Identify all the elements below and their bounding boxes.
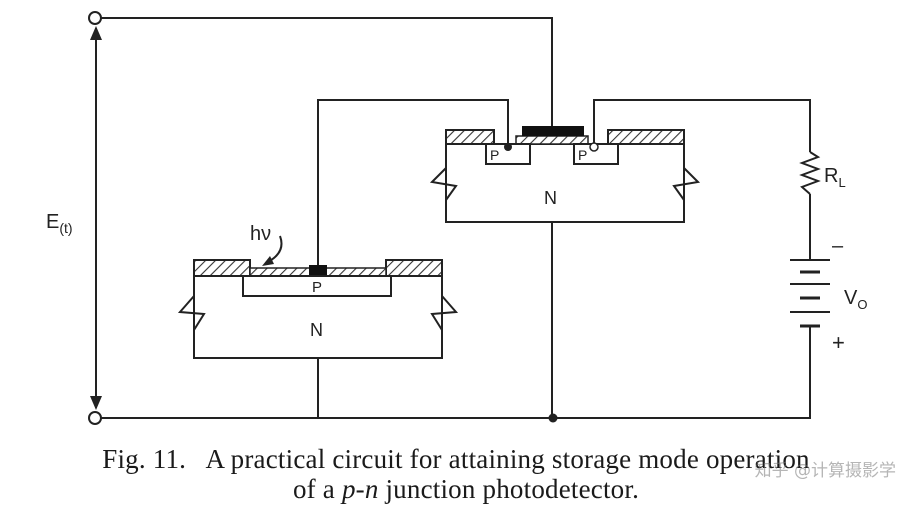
- upper-left-break: [429, 167, 458, 201]
- battery-minus: –: [832, 235, 844, 257]
- figure-caption: Fig. 11. A practical circuit for attaini…: [0, 444, 912, 504]
- caption-line-2: of a p-n junction photodetector.: [0, 474, 912, 504]
- upper-gate-oxide: [515, 135, 589, 145]
- lower-p-label: P: [312, 279, 322, 296]
- circuit-diagram: hν P N P P N RL – + VO E(t): [46, 11, 867, 425]
- resistor-label: RL: [824, 165, 846, 190]
- upper-p-left-label: P: [490, 147, 499, 163]
- caption-text-2b: junction photodetector.: [378, 474, 640, 504]
- upper-n-substrate: [445, 143, 685, 223]
- lower-right-break: [430, 295, 459, 331]
- caption-text-2-italic: p-n: [341, 474, 379, 504]
- terminal-top: [88, 11, 102, 25]
- lower-left-break: [177, 295, 206, 331]
- switch-device: P P N: [429, 126, 701, 223]
- e-source-label: E(t): [46, 211, 73, 236]
- photon-label: hν: [250, 223, 271, 245]
- upper-right-break: [672, 167, 701, 201]
- wire-bottom: [96, 326, 811, 419]
- caption-text-2a: of a: [292, 474, 342, 504]
- wire-top: [96, 17, 553, 130]
- load-resistor: [799, 151, 821, 195]
- lower-oxide-right: [385, 259, 443, 277]
- fig-number: Fig. 11.: [102, 444, 187, 474]
- wires: [95, 17, 811, 419]
- lower-contact: [309, 265, 327, 275]
- battery-plus: +: [832, 330, 845, 355]
- lower-p-region: [242, 275, 392, 297]
- upper-p-right-label: P: [578, 147, 587, 163]
- photon-arrowhead-icon: [262, 256, 274, 266]
- gate-electrode: [522, 126, 584, 136]
- caption-line-1: Fig. 11. A practical circuit for attaini…: [102, 444, 809, 474]
- battery: [790, 259, 830, 328]
- photodiode-device: hν P N: [177, 223, 459, 359]
- wire-switch-to-load: [593, 99, 811, 152]
- lower-n-label: N: [310, 320, 323, 340]
- terminal-bottom: [88, 411, 102, 425]
- watermark: 知乎 @计算摄影学: [754, 461, 896, 481]
- wire-photodiode-to-switch: [317, 99, 509, 268]
- voltage-label: VO: [844, 287, 867, 312]
- lower-oxide-left: [193, 259, 251, 277]
- upper-oxide-right: [607, 129, 685, 145]
- left-p-contact: [504, 143, 512, 151]
- right-p-contact: [589, 142, 599, 152]
- arrow-down-icon: [90, 396, 102, 410]
- arrow-up-icon: [90, 26, 102, 40]
- junction-dot: [548, 413, 558, 423]
- caption-text-1: A practical circuit for attaining storag…: [205, 444, 810, 474]
- upper-n-label: N: [544, 188, 557, 208]
- upper-oxide-left: [445, 129, 495, 145]
